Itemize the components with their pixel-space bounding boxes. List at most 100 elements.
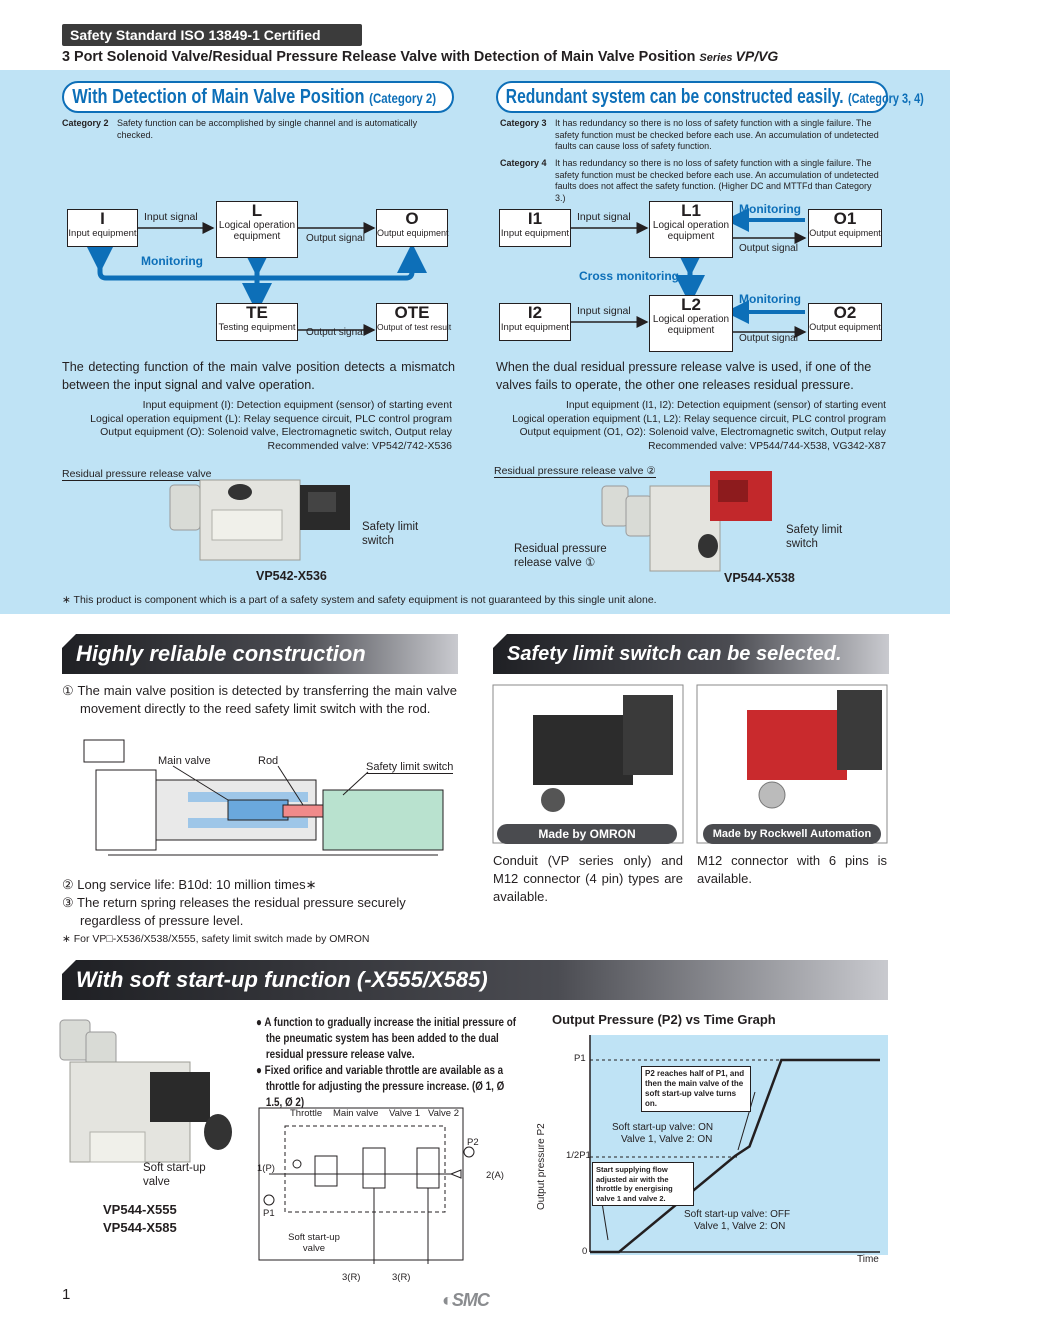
label-output-signal-2: Output signal	[739, 333, 798, 344]
label-monitoring: Monitoring	[141, 254, 203, 268]
state-on-2: Valve 1, Valve 2: ON	[621, 1134, 713, 1145]
label-cross-monitoring: Cross monitoring	[579, 269, 680, 283]
note-half-p1: P2 reaches half of P1, and then the main…	[641, 1066, 751, 1112]
bullet-1: ● A function to gradually increase the i…	[256, 1015, 517, 1061]
schem-exhaust-1: 3(R)	[342, 1272, 361, 1283]
graph-xlabel: Time	[857, 1254, 879, 1265]
badge-rockwell: Made by Rockwell Automation	[703, 824, 881, 844]
label-input-signal-2: Input signal	[577, 305, 631, 317]
omron-switch-photo	[492, 684, 684, 844]
schem-valve-1: Valve 1	[389, 1108, 420, 1119]
right-spec-list: Input equipment (I1, I2): Detection equi…	[494, 399, 886, 453]
spec-item: Output equipment (O1, O2): Solenoid valv…	[519, 427, 886, 438]
soft-start-bullets: ● A function to gradually increase the i…	[256, 1014, 518, 1110]
section-highly-reliable: Highly reliable construction	[62, 634, 458, 674]
valve-photo-vp542	[169, 479, 350, 561]
text-rockwell: M12 connector with 6 pins is available.	[697, 853, 887, 886]
label-release-valve-2: Residual pressure release valve ②	[494, 465, 656, 478]
rockwell-switch-photo	[696, 684, 888, 844]
state-off-1: Soft start-up valve: OFF	[684, 1209, 791, 1220]
schem-soft-start: Soft start-up valve	[288, 1232, 340, 1254]
spec-item: Input equipment (I): Detection equipment…	[142, 399, 452, 411]
spec-item: Recommended valve: VP544/744-X538, VG342…	[648, 440, 886, 452]
state-on-1: Soft start-up valve: ON	[612, 1122, 714, 1133]
reliable-footnote: ∗ For VP□-X536/X538/X555, safety limit s…	[62, 933, 370, 945]
reliable-point-1: ① The main valve position is detected by…	[62, 683, 457, 716]
spec-item: Logical operation equipment (L): Relay s…	[90, 412, 452, 425]
spec-item: Recommended valve: VP542/742-X536	[267, 439, 452, 452]
smc-logo: ◐SMC	[442, 1290, 490, 1310]
series-label: Series VP/VG	[699, 48, 779, 64]
spec-item: Output equipment (O): Solenoid valve, El…	[100, 426, 452, 438]
category-34-pill: Redundant system can be constructed easi…	[496, 81, 924, 113]
note-start-supply: Start supplying flow adjusted air with t…	[592, 1162, 694, 1206]
label-output-signal-1: Output signal	[739, 243, 798, 254]
label-output-signal-test: Output signal	[306, 327, 365, 338]
graph-title: Output Pressure (P2) vs Time Graph	[552, 1012, 776, 1027]
model-vp544-x555: VP544-X555	[103, 1202, 177, 1217]
schem-throttle: Throttle	[290, 1108, 323, 1119]
left-description: The detecting function of the main valve…	[62, 360, 455, 392]
text-omron: Conduit (VP series only) and M12 connect…	[493, 853, 683, 904]
tick-p1: P1	[574, 1053, 586, 1064]
page-title: 3 Port Solenoid Valve/Residual Pressure …	[62, 48, 778, 65]
left-block-diagram	[85, 222, 427, 336]
label-safety-switch: Safety limit switch	[362, 521, 419, 547]
cross-section-drawing	[83, 739, 444, 856]
schem-port-p: 1(P)	[257, 1163, 275, 1174]
schem-p1: P1	[263, 1208, 275, 1219]
reliable-point-2: ② Long service life: B10d: 10 million ti…	[62, 877, 317, 892]
label-monitoring-2: Monitoring	[739, 292, 801, 306]
right-description: When the dual residual pressure release …	[496, 360, 872, 392]
model-vp542: VP542-X536	[256, 569, 327, 583]
title-text: 3 Port Solenoid Valve/Residual Pressure …	[62, 49, 696, 65]
label-input-signal: Input signal	[144, 211, 198, 223]
label-release-valve-1: Residual pressure release valve ①	[514, 543, 607, 569]
schem-port-a: 2(A)	[486, 1170, 504, 1181]
certification-badge: Safety Standard ISO 13849-1 Certified	[62, 24, 362, 46]
pneumatic-schematic	[258, 1107, 475, 1264]
label-safety-switch-right: Safety limit switch	[786, 524, 843, 550]
reliable-point-3: ③ The return spring releases the residua…	[62, 895, 406, 928]
p2-line	[590, 1058, 880, 1254]
spec-item: Input equipment (I1, I2): Detection equi…	[566, 400, 886, 411]
band-footnote: ∗ This product is component which is a p…	[62, 594, 657, 606]
label-safety-limit-switch: Safety limit switch	[366, 761, 454, 774]
curve-callout-top	[737, 1091, 756, 1151]
schem-p2: P2	[467, 1137, 479, 1148]
label-monitoring-1: Monitoring	[739, 202, 801, 216]
label-input-signal-1: Input signal	[577, 211, 631, 223]
soft-start-valve-photo	[59, 1019, 232, 1163]
label-soft-start-valve: Soft start-up valve	[143, 1162, 206, 1188]
valve-photo-vp544	[601, 471, 772, 572]
section-safety-switch: Safety limit switch can be selected.	[493, 634, 889, 674]
category-2-pill: With Detection of Main Valve Position (C…	[62, 81, 454, 113]
bullet-2: ● Fixed orifice and variable throttle ar…	[256, 1063, 505, 1109]
model-vp544-x538: VP544-X538	[724, 571, 795, 585]
section-soft-start: With soft start-up function (-X555/X585)	[62, 960, 888, 1000]
smc-logo-icon: ◐	[442, 1290, 453, 1310]
label-main-valve: Main valve	[158, 755, 211, 767]
spec-item: Logical operation equipment (L1, L2): Re…	[512, 413, 886, 425]
model-vp544-x585: VP544-X585	[103, 1220, 177, 1235]
page-number: 1	[62, 1286, 71, 1303]
category-band	[0, 70, 950, 614]
schem-main-valve: Main valve	[333, 1108, 379, 1119]
left-spec-list: Input equipment (I): Detection equipment…	[62, 399, 452, 453]
label-output-signal: Output signal	[306, 233, 365, 244]
right-block-diagram	[571, 208, 807, 338]
schem-valve-2: Valve 2	[428, 1108, 459, 1119]
schem-exhaust-2: 3(R)	[392, 1272, 411, 1283]
